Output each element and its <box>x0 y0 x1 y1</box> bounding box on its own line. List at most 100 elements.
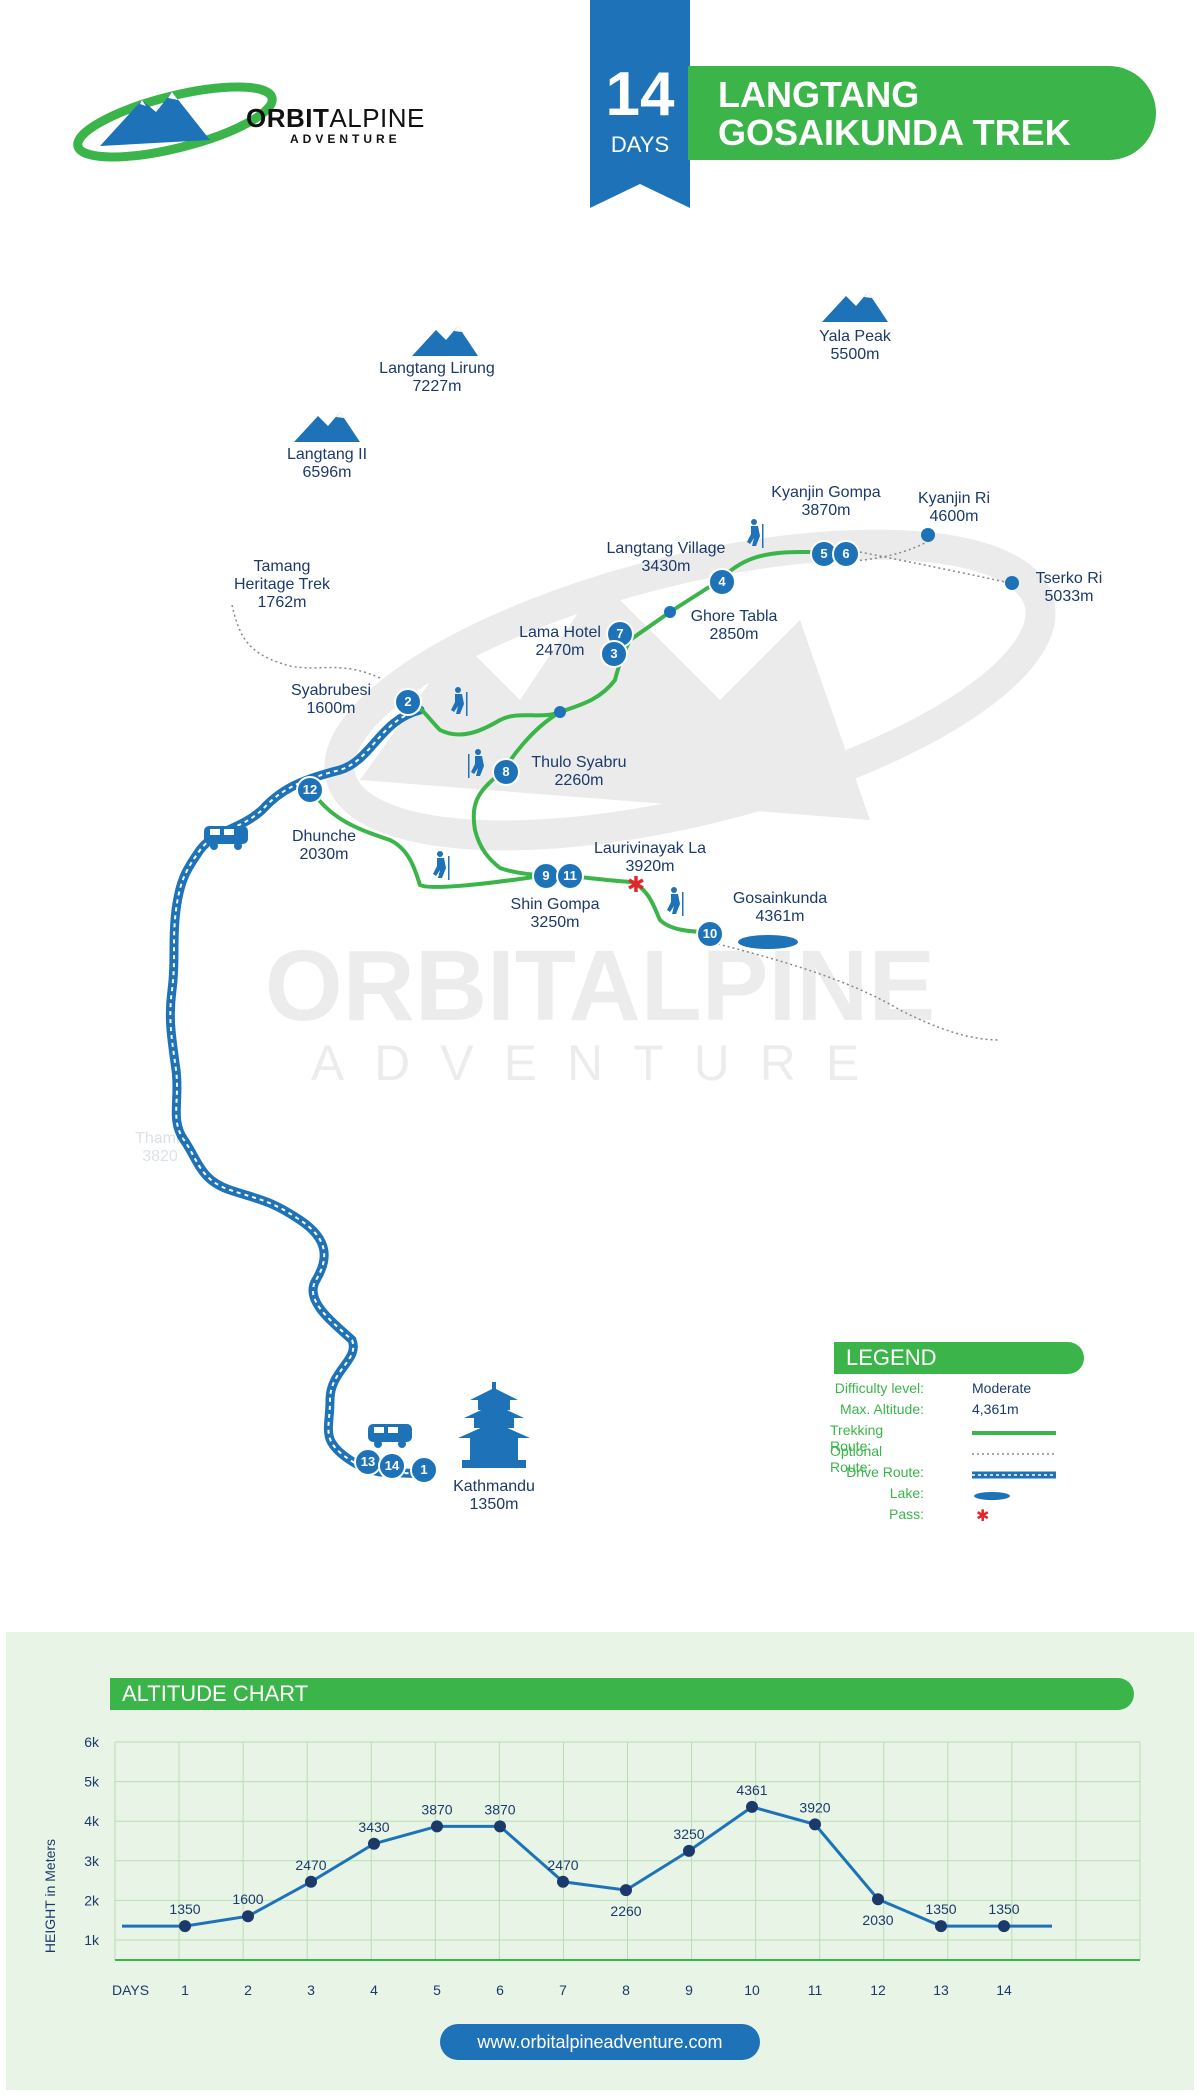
place-name: Ghore Tabla <box>690 608 778 625</box>
day-node: 11 <box>556 862 584 890</box>
title-banner <box>688 66 1156 160</box>
place-altitude: 2030m <box>299 846 349 863</box>
day-node: 1 <box>410 1456 438 1484</box>
place-name: Laurivinayak La <box>593 840 707 857</box>
place-name: Thame <box>135 1130 185 1147</box>
hiker-icon <box>667 887 684 916</box>
x-tick-label: 8 <box>622 1982 630 1998</box>
legend-key: Max. Altitude: <box>839 1401 924 1417</box>
day-node: 5 <box>810 540 838 568</box>
y-tick-label: 5k <box>84 1774 100 1790</box>
place-altitude: 5033m <box>1044 588 1094 605</box>
day-node: 2 <box>394 688 422 716</box>
place-altitude: 1350m <box>469 1496 519 1513</box>
peak-name: Yala Peak <box>819 328 891 345</box>
hiker-icons <box>433 519 764 916</box>
legend-value: Moderate <box>972 1380 1032 1396</box>
legend-key: Pass: <box>888 1506 924 1522</box>
x-tick-label: 6 <box>496 1982 504 1998</box>
legend-row-lake: Lake: <box>830 1485 1090 1506</box>
hiker-icon <box>468 749 484 778</box>
x-tick-label: 9 <box>685 1982 693 1998</box>
legend-key: Difficulty level: <box>834 1380 924 1396</box>
place-altitude: 2850m <box>709 626 759 643</box>
hiker-icon <box>433 851 450 880</box>
legend-lake-swatch <box>974 1492 1010 1500</box>
data-point <box>872 1893 884 1906</box>
peak-name: Langtang II <box>286 446 368 463</box>
place-name: Shin Gompa <box>510 896 600 913</box>
van-icon-dhunche <box>204 826 248 850</box>
hiker-icon <box>747 519 764 548</box>
peak-altitude: 7227m <box>412 378 462 395</box>
peak-altitude: 6596m <box>302 464 352 481</box>
days-word: DAYS <box>610 132 670 157</box>
place-altitude: 4361m <box>755 908 805 925</box>
chart-grid <box>114 1741 1141 1961</box>
legend-row-difficulty: Difficulty level: Moderate <box>830 1380 1090 1401</box>
peak-name: Langtang Lirung <box>379 360 495 377</box>
place-name: Langtang Village <box>606 540 726 557</box>
trek-map: ORBITALPINE ADVENTURE ✱ <box>165 292 1056 1479</box>
x-tick-label: 2 <box>244 1982 252 1998</box>
data-label: 3870 <box>484 1801 515 1817</box>
data-point <box>557 1875 569 1888</box>
x-tick-label: 10 <box>744 1982 760 1998</box>
altitude-series-line <box>122 1805 1052 1928</box>
data-label: 1350 <box>925 1901 956 1917</box>
place-name-2: Heritage Trek <box>233 576 331 593</box>
chart-x-label: DAYS <box>112 1982 149 1998</box>
hiker-icon <box>451 687 468 716</box>
data-point <box>431 1820 443 1833</box>
place-name: Tserko Ri <box>1035 570 1103 587</box>
data-point <box>746 1800 758 1813</box>
data-label: 3430 <box>358 1819 389 1835</box>
x-tick-label: 12 <box>870 1982 886 1998</box>
chart-title: ALTITUDE CHART <box>110 1678 1134 1710</box>
website-link[interactable]: www.orbitalpineadventure.com <box>440 2024 760 2060</box>
legend-key: Drive Route: <box>846 1464 924 1480</box>
data-point <box>368 1837 380 1850</box>
data-label: 1600 <box>232 1891 263 1907</box>
chart-y-label: HEIGHT in Meters <box>42 1838 58 1954</box>
day-node: 12 <box>296 776 324 804</box>
place-altitude: 3430m <box>641 558 691 575</box>
x-tick-label: 4 <box>370 1982 378 1998</box>
legend-pass-swatch: ✱ <box>976 1508 990 1525</box>
data-point <box>305 1875 317 1888</box>
orbitalpine-logo <box>73 82 277 162</box>
days-ribbon <box>590 0 690 208</box>
data-label: 1350 <box>988 1901 1019 1917</box>
data-point <box>242 1910 254 1923</box>
watermark-text: ORBITALPINE <box>265 930 935 1042</box>
data-point <box>494 1820 506 1833</box>
kyanjin-ri-dot <box>921 528 935 542</box>
day-node: 4 <box>708 568 736 596</box>
days-number: 14 <box>605 60 675 129</box>
pass-marker: ✱ <box>627 873 645 898</box>
legend-key: Trekking Route: <box>830 1422 884 1454</box>
place-altitude: 4600m <box>929 508 979 525</box>
legend-key: Lake: <box>889 1485 924 1501</box>
legend-value: 4,361m <box>972 1401 1019 1417</box>
place-name: Kyanjin Gompa <box>771 484 881 501</box>
y-tick-label: 2k <box>84 1892 100 1908</box>
x-tick-label: 13 <box>933 1982 949 1998</box>
watermark-mountain <box>324 529 1056 851</box>
x-tick-label: 7 <box>559 1982 567 1998</box>
place-altitude: 2260m <box>554 772 604 789</box>
